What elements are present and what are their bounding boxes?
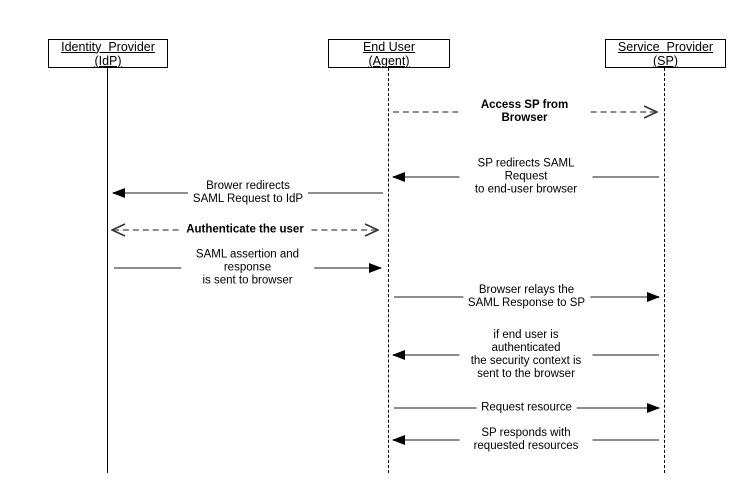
- filled-arrowhead-right-icon: [647, 292, 660, 302]
- actor-name: Service Provider: [617, 39, 714, 54]
- actor-box-service-provider: Service Provider (SP): [605, 39, 726, 68]
- message-label: SP responds with requested resources: [459, 427, 593, 453]
- actor-box-end-user: End User (Agent): [328, 39, 450, 68]
- actor-name: Identity Provider: [61, 39, 155, 54]
- lifeline-identity-provider: [107, 68, 108, 473]
- message-label: if end user is authenticated the securit…: [459, 329, 593, 381]
- actor-box-identity-provider: Identity Provider (IdP): [48, 39, 168, 68]
- lifeline-service-provider: [664, 68, 665, 473]
- filled-arrowhead-left-icon: [392, 172, 405, 182]
- message-label: SP redirects SAML Request to end-user br…: [459, 157, 593, 197]
- actor-subname: (SP): [653, 53, 678, 68]
- lifeline-end-user: [388, 68, 389, 473]
- message-label: Request resource: [476, 401, 577, 415]
- filled-arrowhead-left-icon: [112, 188, 125, 198]
- message-label: SAML assertion and response is sent to b…: [180, 248, 315, 288]
- filled-arrowhead-right-icon: [647, 403, 660, 413]
- actor-subname: (Agent): [368, 53, 410, 68]
- open-arrowhead-right-icon: [643, 105, 658, 119]
- actor-subname: (IdP): [94, 53, 122, 68]
- message-label: Brower redirects SAML Request to IdP: [187, 180, 309, 206]
- open-arrowhead-left-icon: [111, 223, 126, 237]
- message-label: Authenticate the user: [181, 223, 309, 237]
- filled-arrowhead-left-icon: [392, 350, 405, 360]
- actor-name: End User: [362, 39, 416, 54]
- filled-arrowhead-right-icon: [369, 263, 382, 273]
- message-label: Browser relays the SAML Response to SP: [462, 284, 591, 310]
- filled-arrowhead-left-icon: [392, 435, 405, 445]
- message-label: Access SP from Browser: [458, 99, 591, 125]
- open-arrowhead-right-icon: [364, 223, 379, 237]
